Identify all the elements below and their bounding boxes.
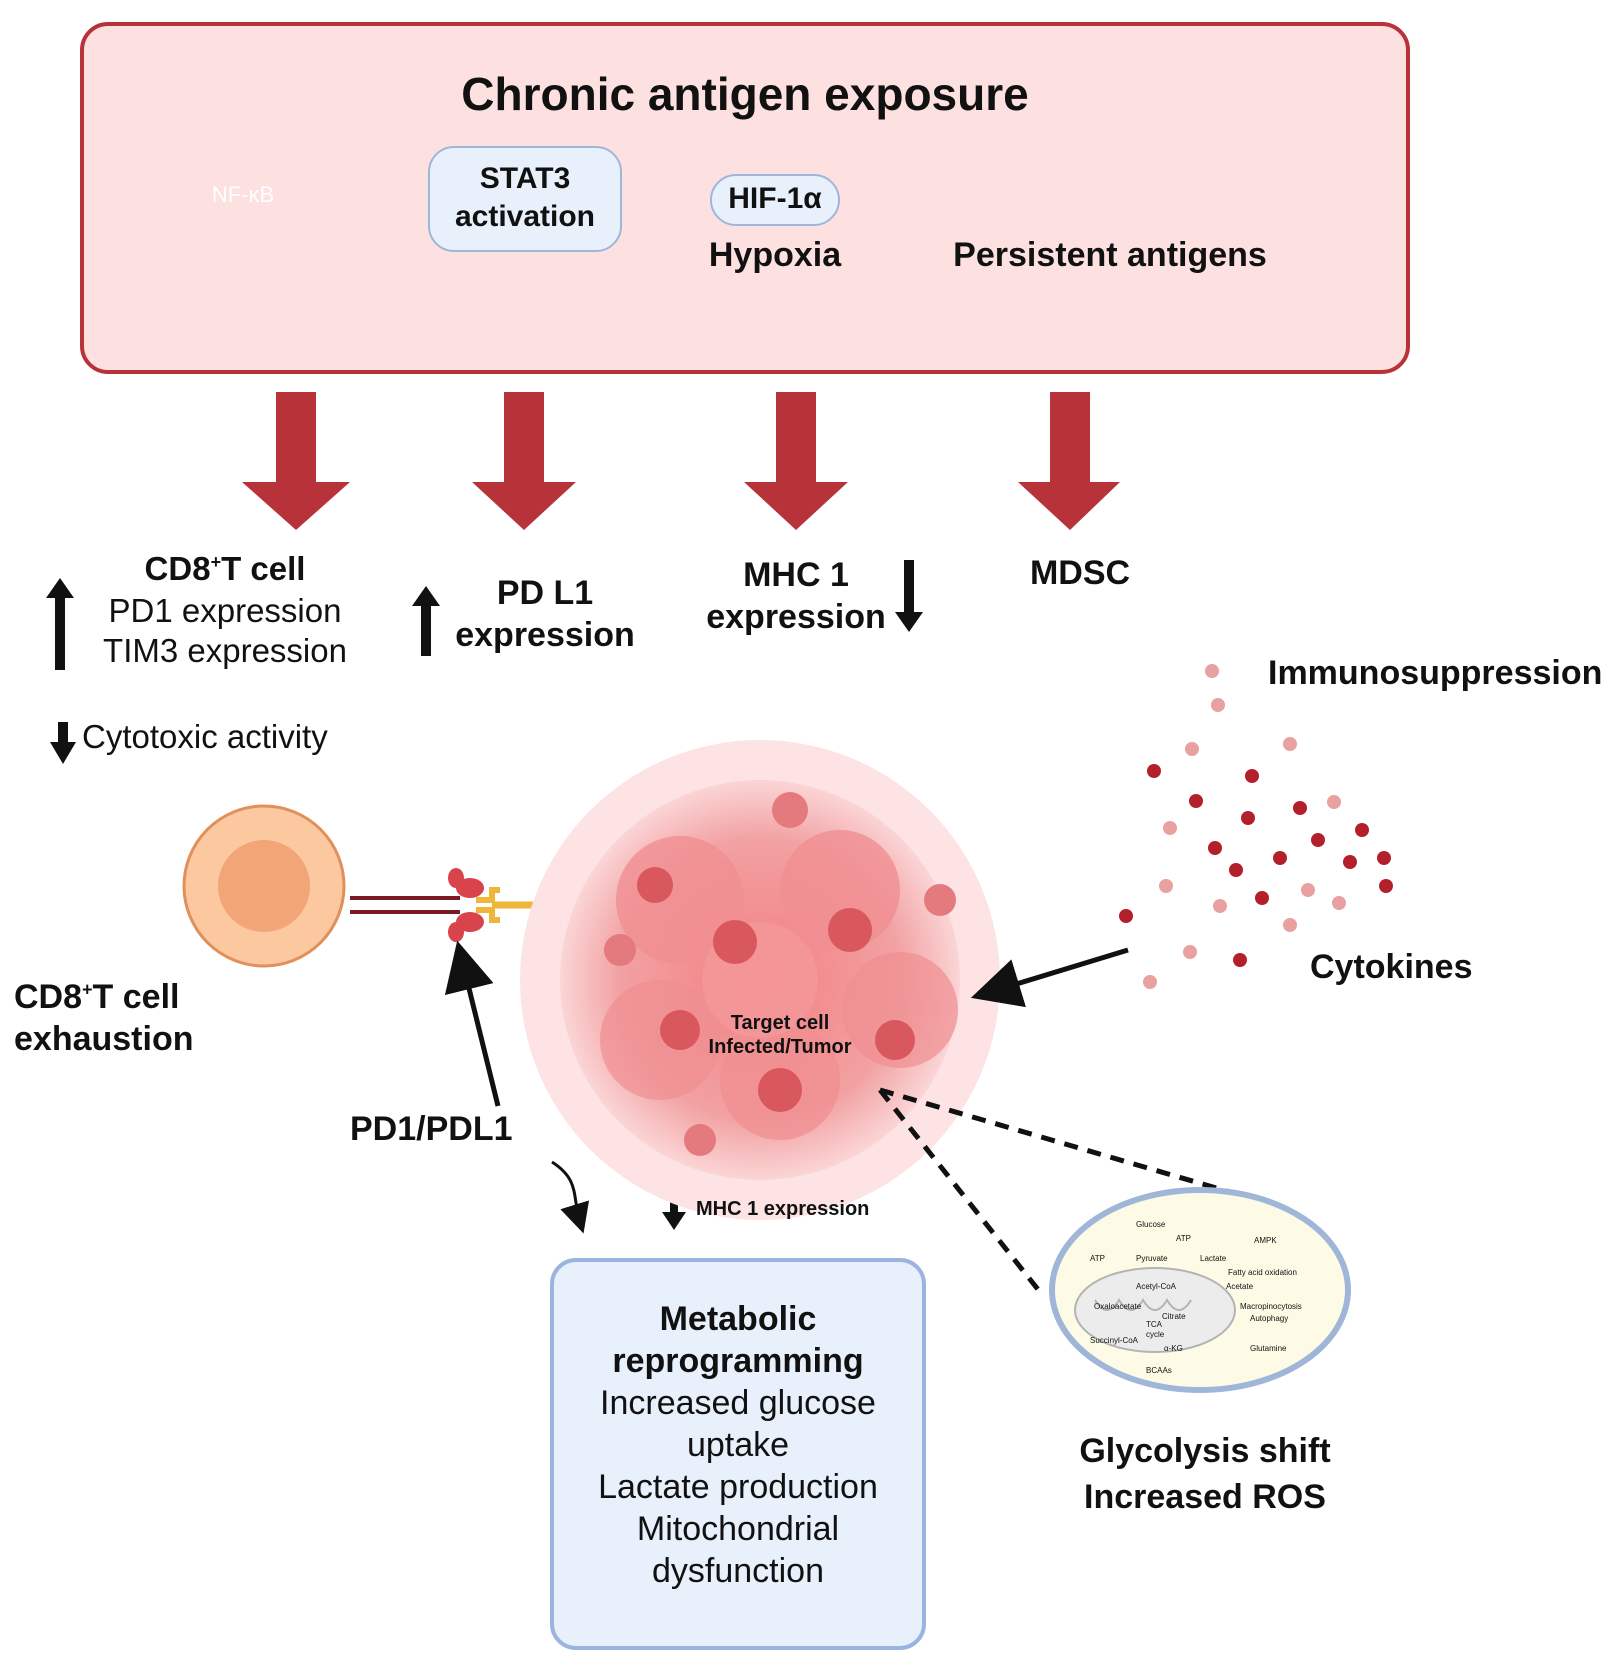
pathway-label: cycle bbox=[1146, 1330, 1165, 1339]
hypoxia-label: Hypoxia bbox=[708, 236, 842, 274]
pathway-label: α-KG bbox=[1164, 1344, 1183, 1353]
cytokine-dots bbox=[1119, 664, 1393, 989]
t-cell-icon bbox=[182, 804, 346, 968]
up-arrow-pd1 bbox=[46, 578, 74, 670]
pathway-label: Succinyl-CoA bbox=[1090, 1336, 1139, 1345]
pathway-labels: Glucose ATP AMPK Pyruvate Lactate ATP Fa… bbox=[1050, 1190, 1350, 1390]
red-arrow-3 bbox=[744, 392, 848, 530]
down-arrow-cytotoxic bbox=[50, 722, 76, 764]
metabolic-reprogramming-box bbox=[550, 1258, 926, 1650]
pathway-label: Citrate bbox=[1162, 1312, 1186, 1321]
zoom-line-2 bbox=[878, 1088, 1042, 1294]
mhc-small-label: MHC 1 expression bbox=[696, 1198, 870, 1220]
down-arrow-mhc bbox=[895, 560, 923, 632]
pathway-label: Acetate bbox=[1226, 1282, 1254, 1291]
pd1-pdl1-receptor-icon bbox=[350, 868, 570, 942]
tumor-cells-icon bbox=[520, 740, 1000, 1220]
mdsc-label: MDSC bbox=[1029, 554, 1131, 592]
red-arrow-4 bbox=[1018, 392, 1120, 530]
target-cell-label: Target cell bbox=[730, 1012, 830, 1034]
pathway-label: Glucose bbox=[1136, 1220, 1166, 1229]
nfkb-label: NF-κB bbox=[211, 182, 275, 207]
metabolic-title-2: reprogramming bbox=[612, 1342, 864, 1380]
exhaustion-label-2: exhaustion bbox=[14, 1020, 194, 1058]
metabolic-line: Mitochondrial bbox=[636, 1510, 840, 1548]
glycolysis-label-1: Glycolysis shift bbox=[1079, 1432, 1331, 1470]
hif-pill bbox=[710, 174, 840, 226]
tim3-expression-label: TIM3 expression bbox=[103, 632, 347, 669]
curved-arrow bbox=[551, 1160, 590, 1234]
panel-title: Chronic antigen exposure bbox=[461, 68, 1029, 120]
pdl1-label-2: expression bbox=[455, 616, 635, 654]
metabolic-title-1: Metabolic bbox=[659, 1300, 817, 1338]
metabolic-line: uptake bbox=[686, 1426, 790, 1464]
pd1-up-arrow bbox=[444, 940, 501, 1107]
stat3-label-1: STAT3 bbox=[479, 162, 571, 195]
hif-label: HIF-1α bbox=[728, 182, 822, 215]
metabolic-line: Increased glucose bbox=[600, 1384, 876, 1422]
pathway-label: Glutamine bbox=[1250, 1344, 1287, 1353]
pathway-label: Fatty acid oxidation bbox=[1228, 1268, 1297, 1277]
metabolic-line: dysfunction bbox=[652, 1552, 824, 1590]
mhc-label-2: expression bbox=[706, 598, 886, 636]
mhc-label-1: MHC 1 bbox=[743, 556, 849, 594]
glycolysis-label-2: Increased ROS bbox=[1084, 1478, 1326, 1516]
cd8-title: CD8+T cell bbox=[144, 550, 306, 587]
pathway-label: Pyruvate bbox=[1136, 1254, 1168, 1263]
pdl1-label-1: PD L1 bbox=[496, 574, 594, 612]
pathway-label: BCAAs bbox=[1146, 1366, 1172, 1375]
up-arrow-pdl1 bbox=[412, 586, 440, 656]
pathway-label: Oxaloacetate bbox=[1094, 1302, 1142, 1311]
stat3-label-2: activation bbox=[454, 200, 596, 233]
pathway-label: Lactate bbox=[1200, 1254, 1227, 1263]
cytokine-arrow bbox=[970, 947, 1129, 1008]
pathway-label: AMPK bbox=[1254, 1236, 1277, 1245]
pathway-label: ATP bbox=[1176, 1234, 1191, 1243]
stat3-pill bbox=[428, 146, 622, 252]
pathway-label: TCA bbox=[1146, 1320, 1162, 1329]
pathway-label: Macropinocytosis bbox=[1240, 1302, 1302, 1311]
pd1-expression-label: PD1 expression bbox=[108, 592, 342, 629]
immunosuppression-label: Immunosuppression bbox=[1268, 654, 1603, 692]
red-arrow-1 bbox=[242, 392, 350, 530]
infected-tumor-label: Infected/Tumor bbox=[708, 1036, 852, 1058]
zoom-line-1 bbox=[879, 1087, 1231, 1195]
exhaustion-label-1: CD8+T cell bbox=[14, 978, 180, 1016]
metabolic-line: Lactate production bbox=[598, 1468, 878, 1506]
pathway-label: Autophagy bbox=[1250, 1314, 1289, 1323]
pd1-pdl1-label: PD1/PDL1 bbox=[350, 1110, 513, 1148]
red-arrow-2 bbox=[472, 392, 576, 530]
down-arrow-mhc-small bbox=[662, 1195, 686, 1230]
pathway-label: ATP bbox=[1090, 1254, 1105, 1263]
metabolic-pathway-oval bbox=[1049, 1187, 1351, 1393]
pathway-label: Acetyl-CoA bbox=[1136, 1282, 1177, 1291]
cytotoxic-activity-label: Cytotoxic activity bbox=[82, 718, 328, 755]
cytokines-label: Cytokines bbox=[1310, 948, 1473, 986]
persistent-antigens-label: Persistent antigens bbox=[953, 236, 1267, 274]
